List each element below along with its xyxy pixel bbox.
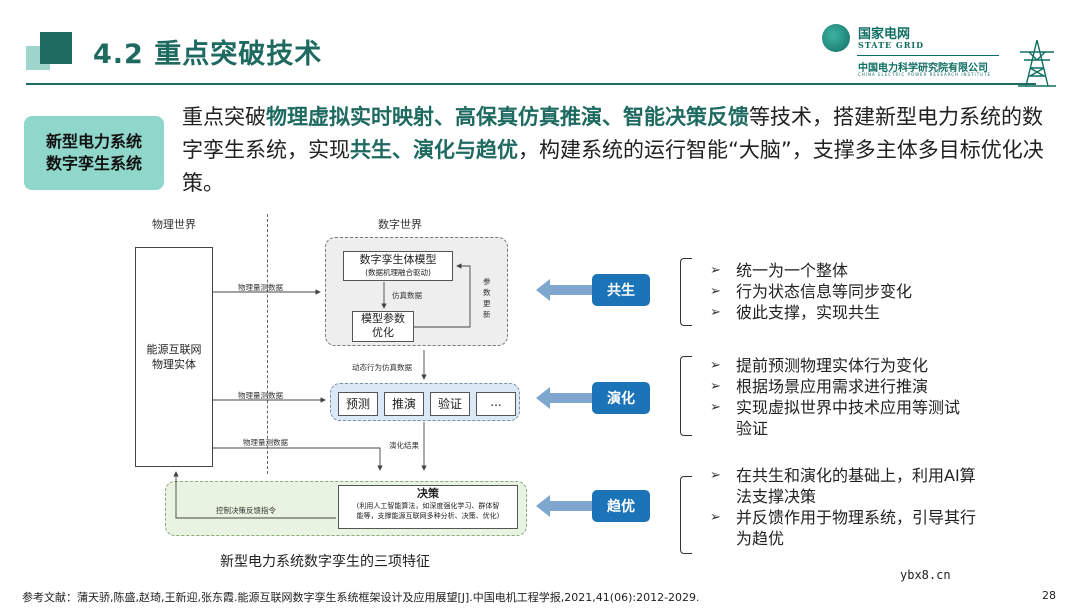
reference: 参考文献：蒲天骄,陈盛,赵琦,王新迎,张东霞.能源互联网数字孪生系统框架设计及应…	[22, 591, 700, 604]
param-update-arrow	[414, 263, 471, 328]
list-item-text: 并反馈作用于物理系统，引导其行为趋优	[736, 508, 977, 548]
intro-text-1: 重点突破	[182, 105, 266, 129]
optimization-list: ➢ 在共生和演化的基础上，利用AI算法支撑决策 ➢ 并反馈作用于物理系统，引导其行为…	[710, 465, 980, 549]
feedback-arrow	[173, 471, 336, 519]
arrow-left-icon	[536, 279, 594, 301]
meas-data-label-1: 物理量测数据	[238, 283, 283, 292]
symbiosis-list: ➢ 统一为一个整体 ➢ 行为状态信息等同步变化 ➢ 彼此支撑，实现共生	[710, 260, 1030, 323]
step-verify: 验证	[430, 392, 470, 416]
dyn-sim-data-label: 动态行为仿真数据	[352, 363, 412, 372]
logo-en: STATE GRID	[858, 40, 925, 50]
topic-badge: 新型电力系统 数字孪生系统	[24, 116, 164, 190]
arrow-left-icon	[536, 495, 594, 517]
list-item-text: 提前预测物理实体行为变化	[736, 356, 929, 375]
arrow-left-icon	[536, 387, 594, 409]
intro-highlight-2: 共生、演化与趋优	[350, 138, 518, 162]
arrow-bullet-icon: ➢	[710, 379, 721, 394]
bracket-1	[680, 258, 692, 326]
badge-line-1: 新型电力系统	[45, 132, 142, 151]
physical-world-label: 物理世界	[152, 218, 196, 231]
list-item-text: 彼此支撑，实现共生	[736, 303, 881, 322]
sim-data-label: 仿真数据	[392, 291, 422, 300]
list-item-text: 在共生和演化的基础上，利用AI算法支撑决策	[736, 466, 976, 506]
digital-world-label: 数字世界	[378, 218, 422, 231]
page-number: 28	[1042, 589, 1056, 602]
list-item-text: 统一为一个整体	[736, 261, 849, 280]
world-divider	[267, 214, 268, 474]
tag-evolution: 演化	[592, 382, 650, 414]
header-divider	[26, 83, 1036, 85]
decision-box: 决策 (利用人工智能算法，如深度强化学习、群体智 能等，支撑能源互联网多种分析、…	[338, 485, 518, 529]
decision-sub-1: (利用人工智能算法，如深度强化学习、群体智	[356, 502, 500, 510]
logo-divider	[857, 55, 999, 56]
arrow-bullet-icon: ➢	[710, 400, 721, 415]
physical-entity-box: 能源互联网 物理实体	[135, 247, 213, 467]
list-item: ➢ 统一为一个整体	[710, 260, 1030, 281]
meas-arrow-3	[213, 447, 383, 471]
list-item-text: 行为状态信息等同步变化	[736, 282, 913, 301]
tag-optimization: 趋优	[592, 490, 650, 522]
intro-highlight-1: 物理虚拟实时映射、高保真仿真推演、智能决策反馈	[266, 105, 749, 129]
intro-text-2: 等技术，搭建新型电力系统的数字孪生系统，实现	[182, 105, 1043, 162]
list-item-text: 实现虚拟世界中技术应用等测试验证	[736, 398, 961, 438]
meas-data-label-3: 物理量测数据	[243, 438, 288, 447]
list-item: ➢ 根据场景应用需求进行推演	[710, 376, 975, 397]
logo-cepri: 中国电力科学研究院有限公司	[858, 63, 988, 74]
step-deduce: 推演	[384, 392, 424, 416]
bracket-2	[680, 356, 692, 436]
list-item: ➢ 在共生和演化的基础上，利用AI算法支撑决策	[710, 465, 980, 507]
param-update-ch: 参	[483, 277, 491, 286]
param-opt-box: 模型参数 优化	[352, 311, 414, 342]
param-opt-line-1: 模型参数	[361, 312, 405, 325]
list-item: ➢ 提前预测物理实体行为变化	[710, 355, 975, 376]
state-grid-logo-icon	[822, 24, 850, 52]
diagram-caption: 新型电力系统数字孪生的三项特征	[220, 554, 430, 570]
arrow-bullet-icon: ➢	[710, 358, 721, 373]
entity-line-1: 能源互联网	[146, 343, 202, 356]
logo-cepri-en: CHINA ELECTRIC POWER RESEARCH INSTITUTE	[858, 72, 992, 77]
evolution-list: ➢ 提前预测物理实体行为变化 ➢ 根据场景应用需求进行推演 ➢ 实现虚拟世界中技术应用…	[710, 355, 975, 439]
intro-paragraph: 重点突破物理虚拟实时映射、高保真仿真推演、智能决策反馈等技术，搭建新型电力系统的…	[182, 101, 1052, 200]
intro-text-3: ，构建系统的运行智能“大脑”，支撑多主体多目标优化决策。	[182, 138, 1044, 195]
list-item: ➢ 并反馈作用于物理系统，引导其行为趋优	[710, 507, 980, 549]
twin-model-box: 数字孪生体模型 (数据机理融合驱动)	[343, 251, 453, 281]
arrow-bullet-icon: ➢	[710, 510, 721, 525]
transmission-tower-icon	[1018, 39, 1056, 87]
tag-symbiosis: 共生	[592, 274, 650, 306]
decision-label: 决策	[417, 487, 439, 500]
arrow-bullet-icon: ➢	[710, 468, 721, 483]
list-item: ➢ 行为状态信息等同步变化	[710, 281, 1030, 302]
entity-line-2: 物理实体	[152, 358, 196, 371]
param-update-ch: 新	[483, 310, 491, 319]
badge-line-2: 数字孪生系统	[45, 154, 142, 173]
list-item: ➢ 实现虚拟世界中技术应用等测试验证	[710, 397, 975, 439]
arrow-bullet-icon: ➢	[710, 263, 721, 278]
control-feedback-label: 控制决策反馈指令	[216, 506, 276, 515]
bracket-3	[680, 476, 692, 554]
twin-model-sub: (数据机理融合驱动)	[365, 268, 431, 277]
title-decoration-dark	[40, 32, 72, 64]
list-item-text: 根据场景应用需求进行推演	[736, 377, 929, 396]
param-update-ch: 数	[483, 288, 491, 297]
list-item: ➢ 彼此支撑，实现共生	[710, 302, 1030, 323]
arrow-bullet-icon: ➢	[710, 284, 721, 299]
step-predict: 预测	[338, 392, 378, 416]
page-title: 4.2 重点突破技术	[93, 39, 323, 70]
logo-cn: 国家电网	[858, 27, 911, 42]
evo-result-label: 演化结果	[389, 441, 419, 450]
param-opt-line-2: 优化	[372, 326, 394, 339]
meas-data-label-2: 物理量测数据	[238, 391, 283, 400]
watermark: ybx8.cn	[900, 568, 951, 582]
twin-model-label: 数字孪生体模型	[359, 253, 437, 266]
step-more: ...	[476, 392, 516, 416]
param-update-label: 参 数 更 新	[483, 276, 491, 320]
arrow-bullet-icon: ➢	[710, 305, 721, 320]
decision-sub-2: 能等，支撑能源互联网多种分析、决策、优化)	[356, 512, 500, 520]
param-update-ch: 更	[483, 299, 491, 308]
